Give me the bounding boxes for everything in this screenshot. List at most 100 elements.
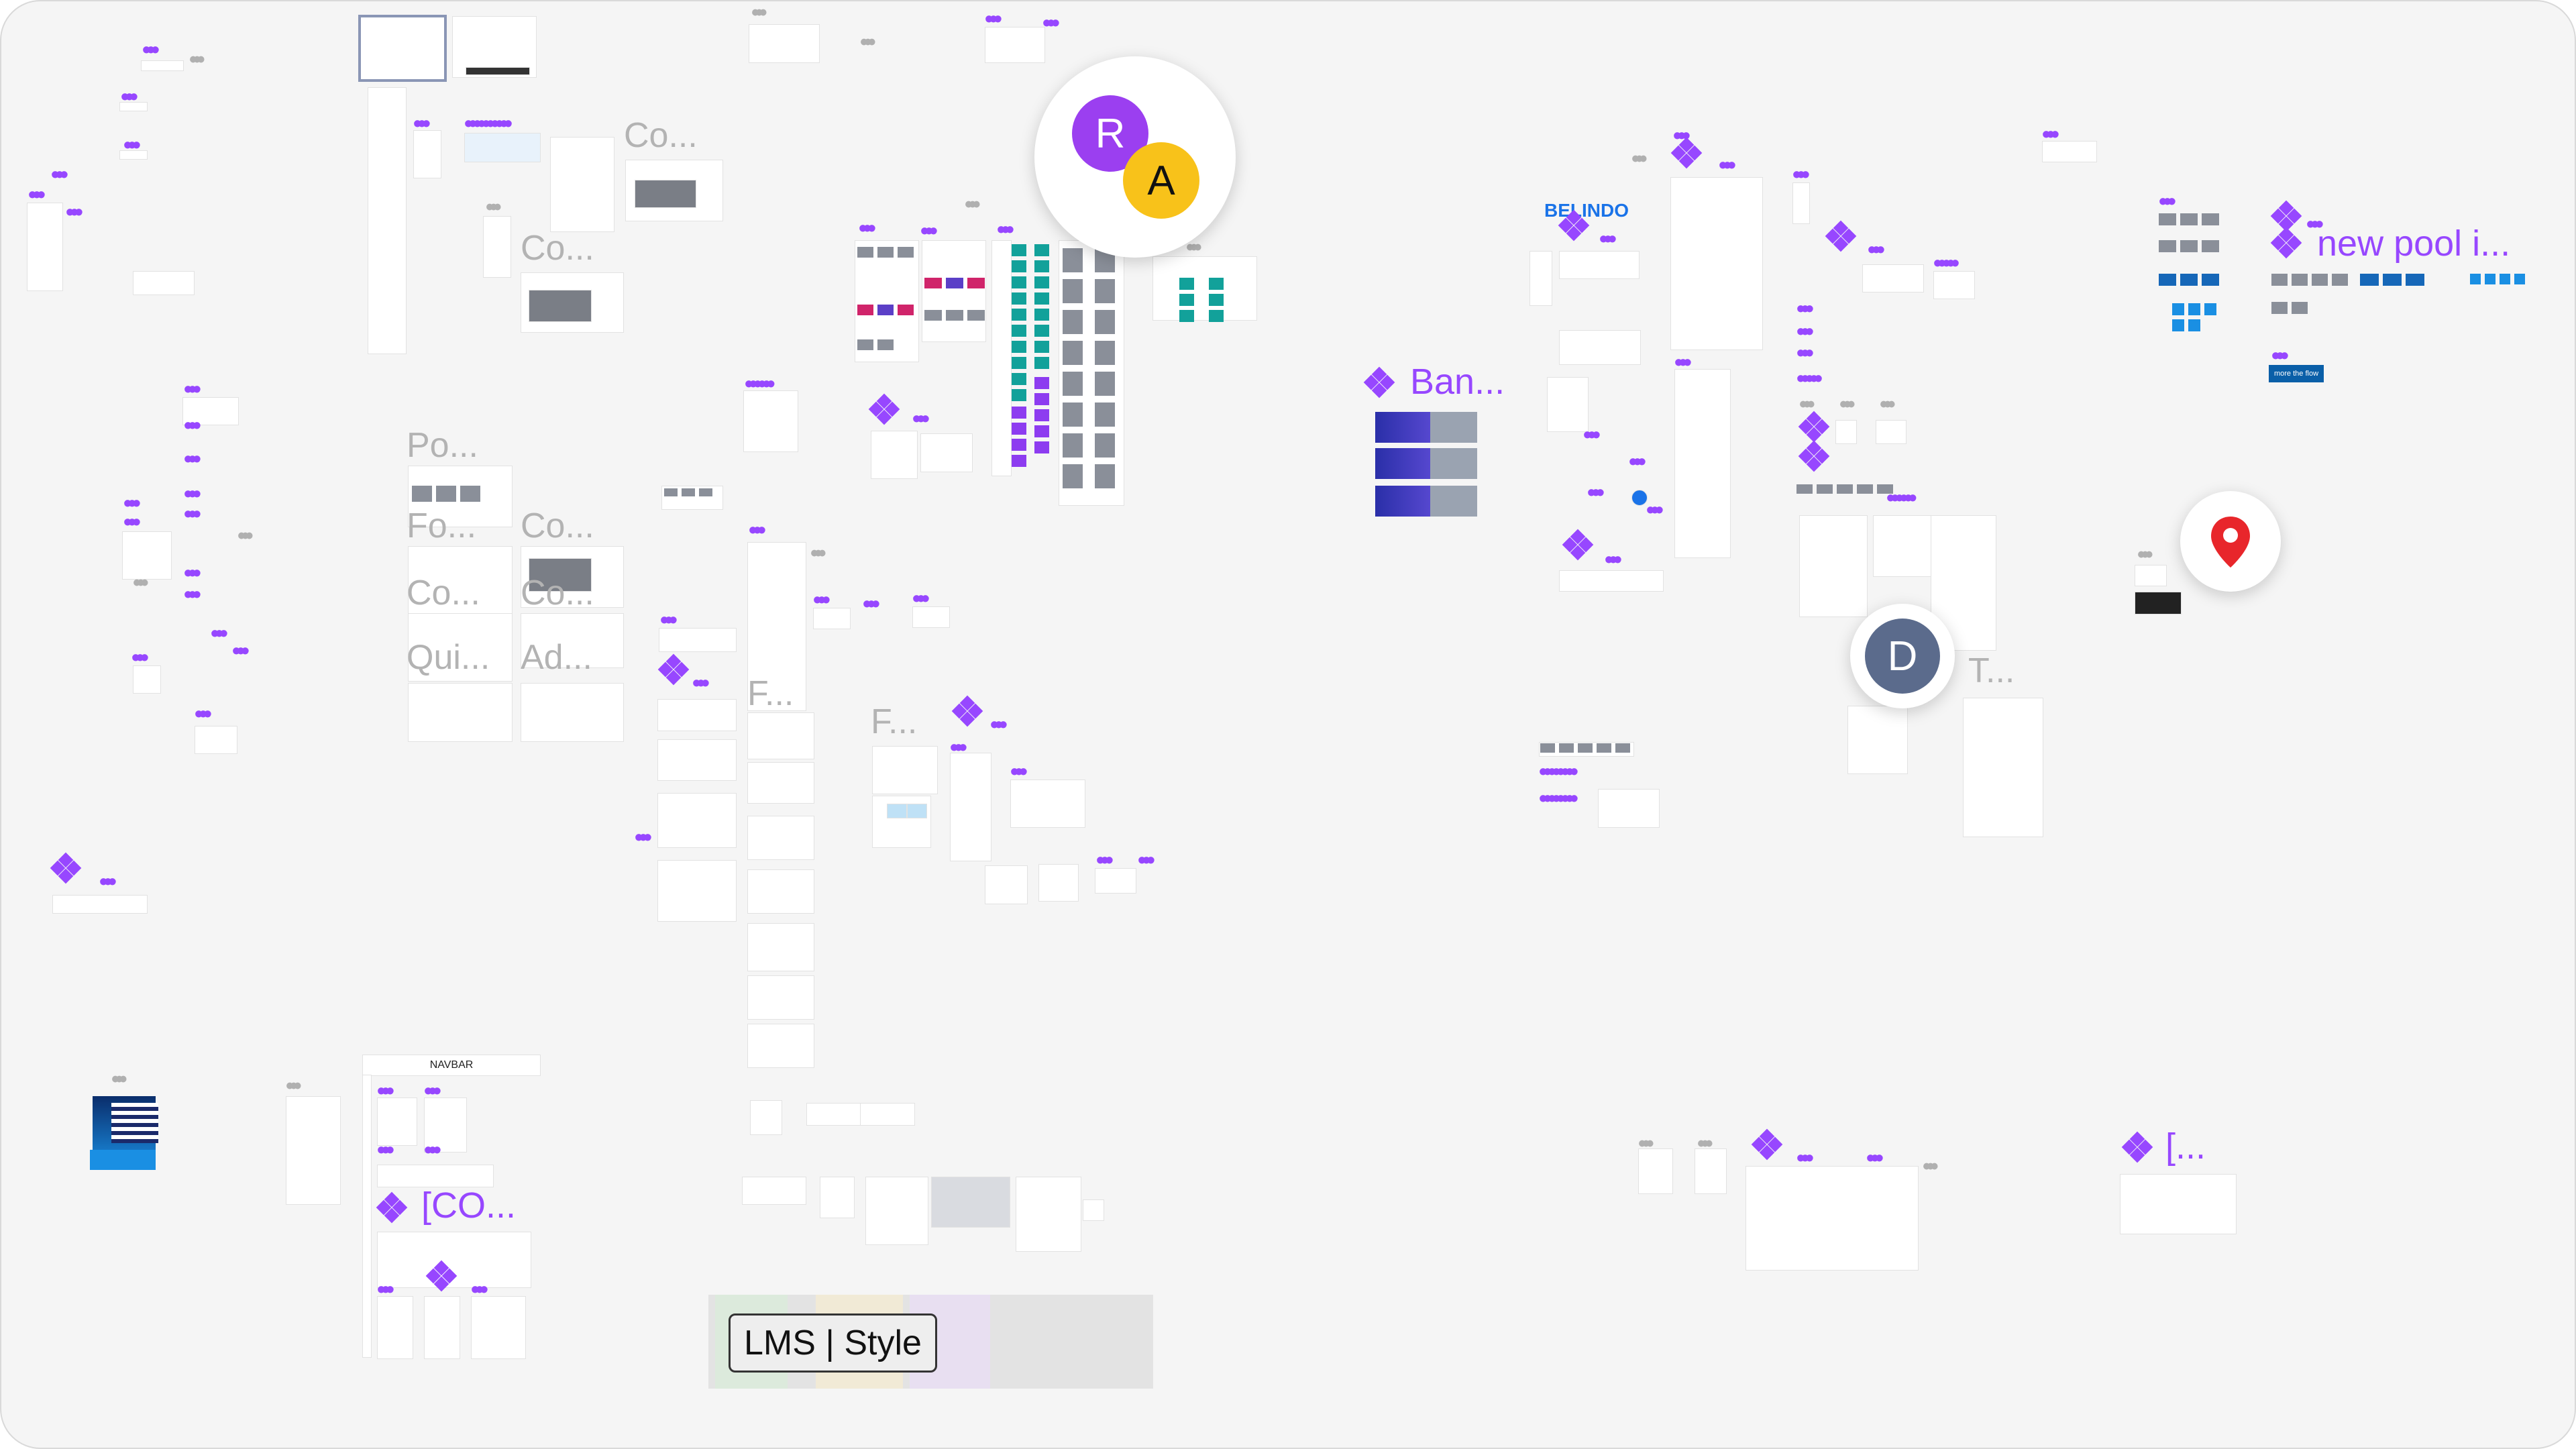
frame-thumbnail[interactable] — [1799, 515, 1868, 617]
frame-thumbnail[interactable] — [133, 271, 195, 295]
list-frame[interactable] — [991, 240, 1012, 476]
flow-button[interactable]: more the flow — [2269, 365, 2324, 382]
frame-thumbnail[interactable] — [1862, 264, 1924, 292]
component-icon[interactable] — [1670, 137, 1703, 169]
collaborator-avatar-d[interactable]: D — [1865, 619, 1940, 694]
frame-thumbnail[interactable] — [657, 793, 737, 848]
new-pool-component-label[interactable]: new pool i... — [2317, 223, 2511, 264]
frame-thumbnail[interactable] — [1695, 1148, 1727, 1194]
frame-thumbnail[interactable] — [408, 546, 513, 614]
frame-thumbnail[interactable] — [920, 433, 973, 472]
frame-thumbnail[interactable] — [872, 746, 938, 794]
section-label[interactable]: Po... — [407, 426, 478, 465]
frame-thumbnail[interactable] — [141, 60, 184, 71]
frame-thumbnail[interactable] — [806, 1103, 861, 1126]
frame-thumbnail[interactable] — [813, 608, 851, 629]
frame-thumbnail[interactable] — [133, 665, 161, 694]
frame-thumbnail[interactable] — [907, 804, 927, 818]
section-label[interactable]: F... — [871, 702, 918, 741]
frame-thumbnail[interactable] — [747, 762, 814, 804]
frame-thumbnail[interactable] — [483, 216, 511, 278]
frame-thumbnail[interactable] — [865, 1177, 928, 1245]
frame-thumbnail[interactable] — [377, 1097, 417, 1146]
frame-thumbnail[interactable] — [408, 683, 513, 742]
component-icon[interactable] — [868, 393, 900, 425]
frame-column[interactable] — [1674, 369, 1731, 558]
frame-thumbnail[interactable] — [1547, 377, 1589, 432]
frame-thumbnail[interactable] — [521, 613, 624, 668]
frame-column[interactable] — [286, 1096, 341, 1205]
frame-thumbnail[interactable] — [742, 1177, 806, 1205]
frame-thumbnail[interactable] — [1559, 330, 1641, 365]
frame-thumbnail[interactable] — [464, 133, 541, 162]
section-label[interactable]: F... — [747, 674, 794, 713]
frame-thumbnail[interactable] — [871, 431, 918, 479]
co-component-label[interactable]: [CO... — [421, 1185, 517, 1226]
banner-thumbnail[interactable] — [1375, 412, 1477, 443]
frame-column[interactable] — [377, 1296, 413, 1359]
frame-thumbnail[interactable] — [2120, 1174, 2237, 1234]
frame-thumbnail[interactable] — [1038, 864, 1079, 902]
frame-thumbnail[interactable] — [747, 1024, 814, 1068]
frame-thumbnail[interactable] — [1835, 420, 1857, 444]
component-icon[interactable] — [1363, 366, 1395, 398]
frame-thumbnail[interactable] — [887, 804, 907, 818]
frame-column[interactable] — [1963, 698, 2043, 837]
component-icon[interactable] — [2270, 227, 2302, 259]
frame-thumbnail[interactable] — [1746, 1166, 1919, 1271]
component-icon[interactable] — [2270, 200, 2302, 232]
component-icon[interactable] — [425, 1260, 458, 1292]
component-icon[interactable] — [376, 1191, 408, 1224]
component-icon[interactable] — [50, 852, 82, 884]
banner-thumbnail[interactable] — [1375, 486, 1477, 517]
frame-thumbnail[interactable] — [424, 1097, 467, 1152]
frame-column[interactable] — [424, 1296, 460, 1359]
banner-component-label[interactable]: Ban... — [1410, 362, 1505, 402]
frame-column[interactable] — [747, 542, 806, 711]
image-thumbnail[interactable] — [529, 558, 592, 592]
component-icon[interactable] — [1751, 1128, 1783, 1161]
frame-thumbnail[interactable] — [1010, 780, 1085, 828]
frame-thumbnail[interactable] — [747, 975, 814, 1020]
location-marker-bubble[interactable] — [2180, 491, 2281, 592]
frame-thumbnail[interactable] — [1876, 420, 1907, 444]
frame-thumbnail[interactable] — [1529, 251, 1552, 306]
frame-thumbnail[interactable] — [747, 712, 814, 759]
frame-column[interactable] — [950, 753, 991, 861]
frame-column[interactable] — [471, 1296, 526, 1359]
frame-thumbnail[interactable] — [1933, 271, 1975, 299]
frame-thumbnail[interactable] — [52, 895, 148, 914]
component-icon[interactable] — [1798, 411, 1830, 443]
frame-thumbnail[interactable] — [1152, 256, 1257, 321]
image-thumbnail[interactable] — [529, 290, 592, 322]
frame-thumbnail[interactable] — [1638, 1148, 1673, 1194]
frame-thumbnail[interactable] — [182, 397, 239, 425]
banner-thumbnail[interactable] — [1375, 448, 1477, 479]
frame-thumbnail[interactable] — [820, 1177, 855, 1218]
frame-thumbnail[interactable] — [466, 67, 530, 75]
frame-thumbnail[interactable] — [1847, 706, 1908, 774]
frame-thumbnail[interactable] — [413, 130, 441, 178]
frame-thumbnail[interactable] — [750, 1100, 782, 1135]
component-icon[interactable] — [1798, 440, 1830, 472]
frame-thumbnail[interactable] — [1598, 789, 1660, 828]
component-icon[interactable] — [1558, 209, 1590, 241]
frame-thumbnail[interactable] — [377, 1165, 494, 1187]
lms-style-section[interactable]: LMS | Style — [708, 1295, 1153, 1389]
frame-thumbnail[interactable] — [657, 699, 737, 731]
frame-thumbnail[interactable] — [747, 869, 814, 914]
section-label[interactable]: Co... — [624, 116, 698, 155]
frame-thumbnail[interactable] — [1559, 570, 1664, 592]
frame-thumbnail[interactable] — [1016, 1177, 1081, 1252]
frame-thumbnail[interactable] — [119, 150, 148, 160]
frame-thumbnail[interactable] — [1792, 182, 1810, 224]
section-label[interactable]: Co... — [407, 574, 480, 612]
frame-thumbnail[interactable] — [985, 27, 1045, 63]
frame-thumbnail[interactable] — [1873, 515, 1933, 577]
frame-thumbnail[interactable] — [1095, 868, 1136, 894]
section-label[interactable]: Co... — [521, 229, 594, 268]
component-icon[interactable] — [2121, 1131, 2153, 1163]
frame-thumbnail[interactable] — [985, 865, 1028, 904]
image-thumbnail[interactable] — [635, 180, 696, 208]
